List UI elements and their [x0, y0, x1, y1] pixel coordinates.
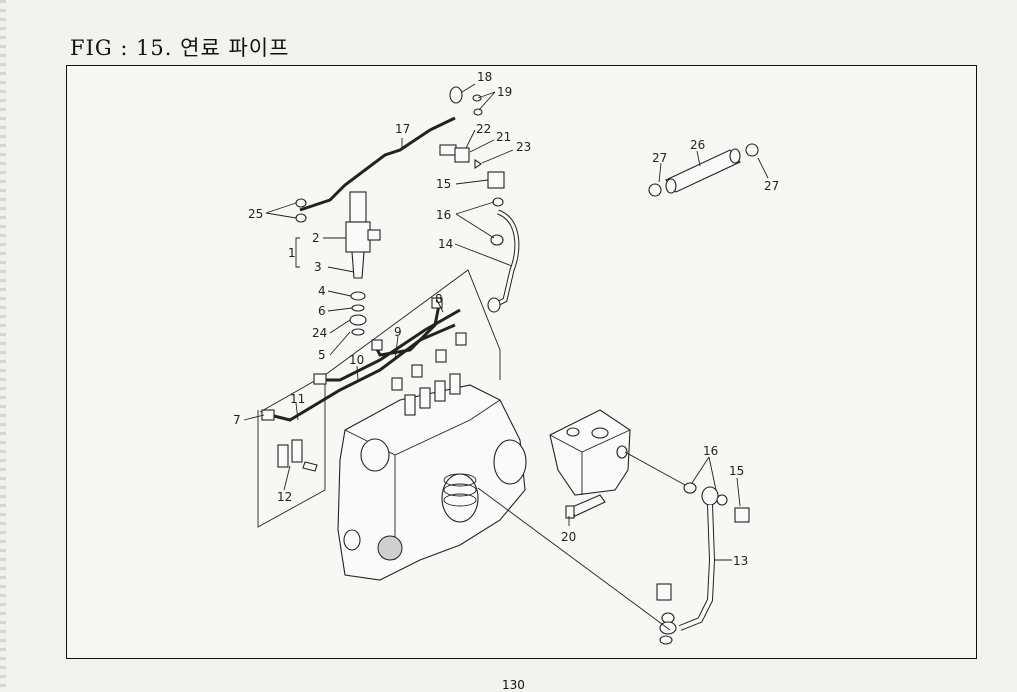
fuel-hose [648, 143, 759, 197]
callout-17: 17 [395, 122, 410, 136]
callout-10: 10 [349, 353, 364, 367]
callout-11: 11 [290, 392, 305, 406]
callout-14: 14 [438, 237, 453, 251]
callout-13: 13 [733, 554, 748, 568]
callout-12: 12 [277, 490, 292, 504]
callout-18: 18 [477, 70, 492, 84]
injection-nozzle [345, 191, 381, 336]
callout-27-left: 27 [652, 151, 667, 165]
callout-2: 2 [312, 231, 320, 245]
callout-15-top: 15 [436, 177, 451, 191]
callout-4: 4 [318, 284, 326, 298]
callout-5: 5 [318, 348, 326, 362]
callout-6: 6 [318, 304, 326, 318]
callout-21: 21 [496, 130, 511, 144]
callout-25: 25 [248, 207, 263, 221]
callout-24: 24 [312, 326, 327, 340]
injection-pump [337, 373, 527, 581]
callout-3: 3 [314, 260, 322, 274]
callout-27-right: 27 [764, 179, 779, 193]
callout-22: 22 [476, 122, 491, 136]
callout-1: 1 [288, 246, 296, 260]
return-pipe [656, 482, 750, 645]
diagram-frame [66, 65, 977, 659]
page-number: 130 [502, 678, 525, 692]
figure-title: FIG : 15. 연료 파이프 [70, 36, 290, 60]
callout-9: 9 [394, 325, 402, 339]
callout-labels: 18 19 17 22 21 23 15 16 14 25 2 1 3 4 6 … [233, 70, 779, 568]
injection-pipe-set [257, 269, 501, 528]
fuel-feed-pipe [487, 171, 520, 313]
callout-8: 8 [435, 292, 443, 306]
fuel-filter-head [549, 409, 631, 519]
callout-20: 20 [561, 530, 576, 544]
callout-19: 19 [497, 85, 512, 99]
leader-lines [243, 83, 769, 631]
leak-off-pipe [295, 86, 483, 223]
binding-edge [0, 0, 6, 690]
callout-16-top: 16 [436, 208, 451, 222]
callout-26: 26 [690, 138, 705, 152]
callout-16-bottom: 16 [703, 444, 718, 458]
callout-7: 7 [233, 413, 241, 427]
callout-15-bottom: 15 [729, 464, 744, 478]
callout-23: 23 [516, 140, 531, 154]
